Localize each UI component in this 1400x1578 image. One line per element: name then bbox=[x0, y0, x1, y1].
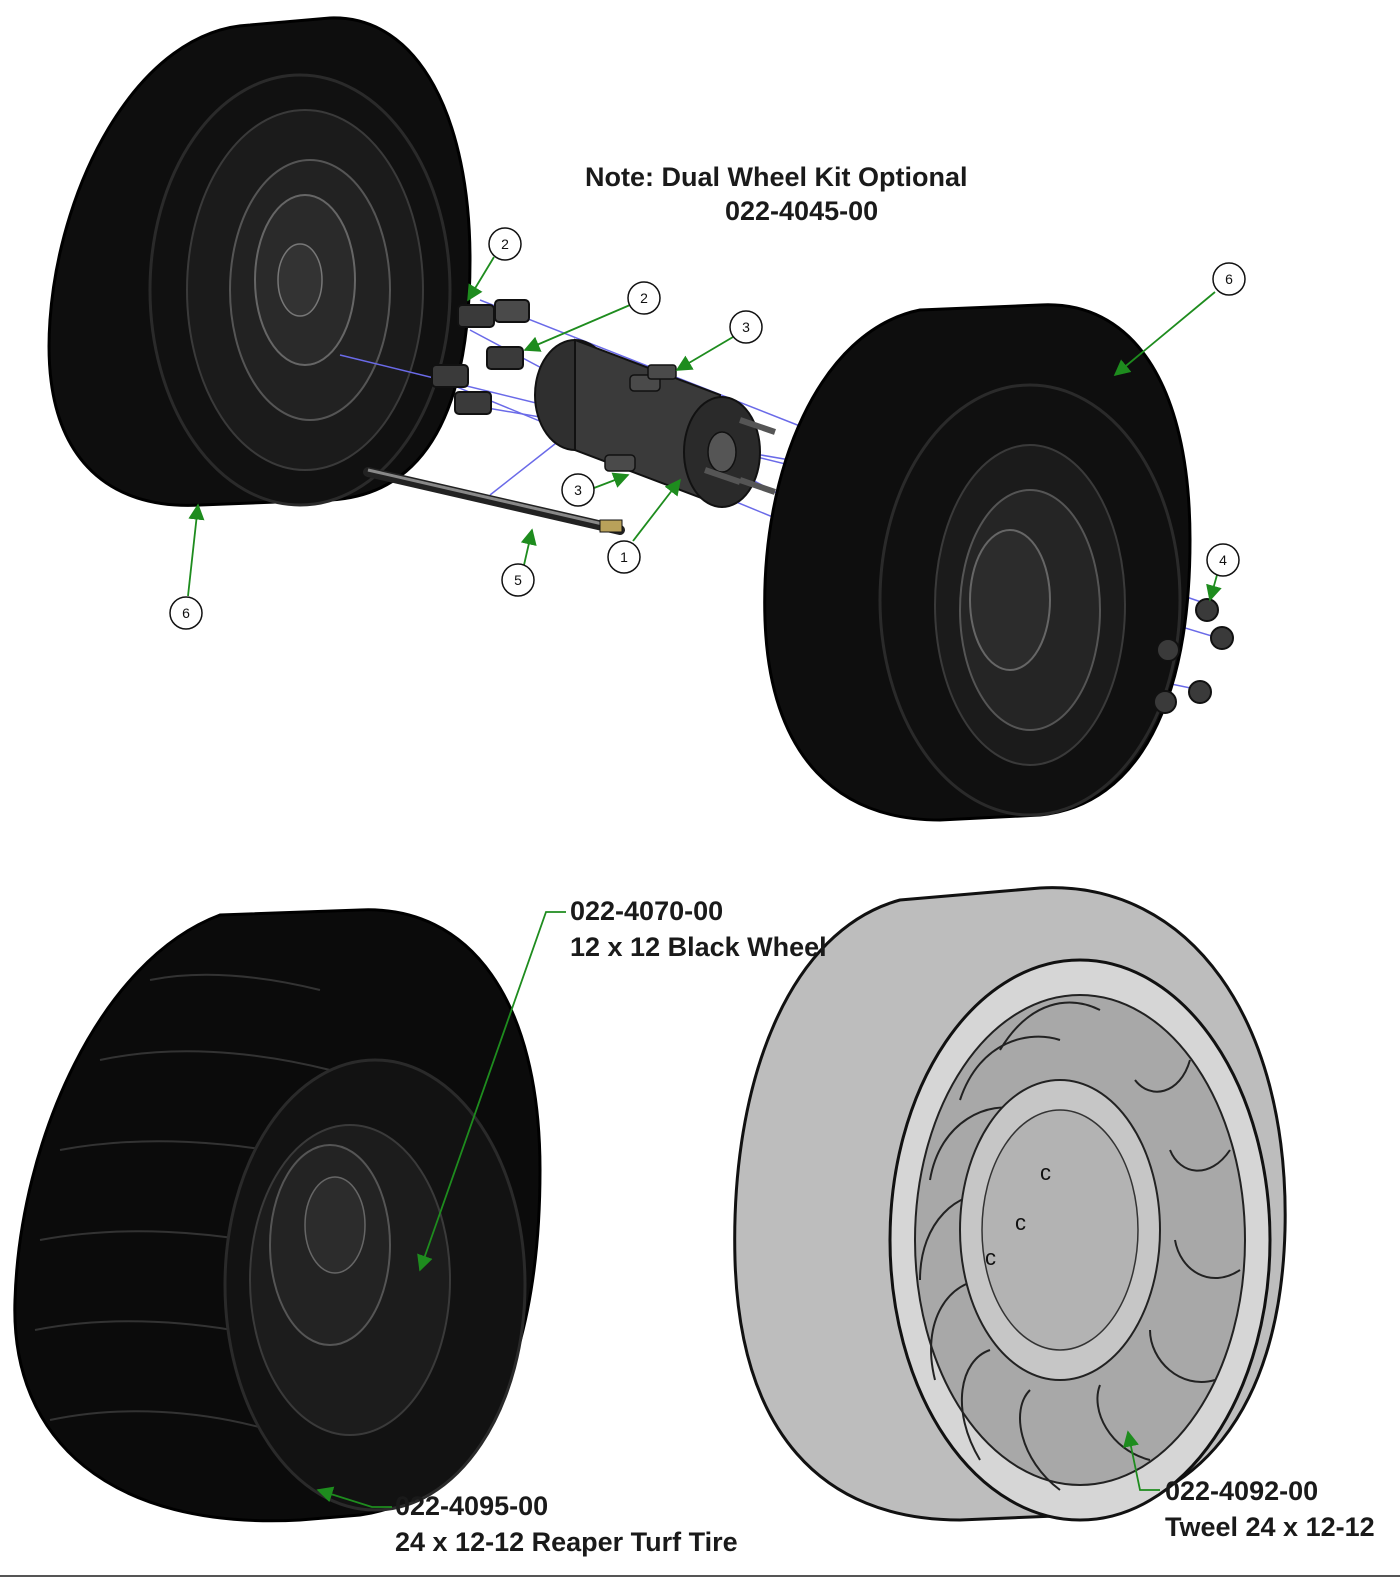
right-dual-tire bbox=[763, 303, 1192, 822]
svg-text:2: 2 bbox=[501, 236, 509, 252]
tweel-label: 022-4092-00 Tweel 24 x 12-12 bbox=[1165, 1473, 1375, 1545]
note-line-1: Note: Dual Wheel Kit Optional bbox=[585, 162, 968, 192]
svg-text:6: 6 bbox=[1225, 271, 1233, 287]
hub-assembly bbox=[534, 338, 776, 508]
svg-text:c: c bbox=[1040, 1160, 1051, 1185]
svg-text:3: 3 bbox=[574, 482, 582, 498]
balloon-2b: 2 bbox=[627, 281, 661, 315]
black-wheel-label: 022-4070-00 12 x 12 Black Wheel bbox=[570, 893, 827, 965]
balloon-5: 5 bbox=[501, 563, 535, 597]
part-description: Tweel 24 x 12-12 bbox=[1165, 1512, 1375, 1542]
part-number: 022-4092-00 bbox=[1165, 1476, 1319, 1506]
part-description: 24 x 12-12 Reaper Turf Tire bbox=[395, 1527, 738, 1557]
balloon-6-right: 6 bbox=[1212, 262, 1246, 296]
reaper-turf-tire bbox=[13, 908, 542, 1523]
svg-text:5: 5 bbox=[514, 572, 522, 588]
spacer-group bbox=[431, 299, 530, 415]
tweel-airless-tire: c c c bbox=[733, 886, 1287, 1522]
svg-text:2: 2 bbox=[640, 290, 648, 306]
note-line-2: 022-4045-00 bbox=[725, 196, 879, 226]
left-dual-tire bbox=[47, 16, 472, 507]
lug-nut-group bbox=[1153, 598, 1234, 714]
balloon-3b: 3 bbox=[561, 473, 595, 507]
part-number: 022-4070-00 bbox=[570, 896, 724, 926]
svg-text:c: c bbox=[1015, 1210, 1026, 1235]
balloon-1: 1 bbox=[607, 540, 641, 574]
part-number: 022-4095-00 bbox=[395, 1491, 549, 1521]
axle-rod bbox=[363, 467, 625, 535]
svg-text:3: 3 bbox=[742, 319, 750, 335]
balloon-2a: 2 bbox=[488, 227, 522, 261]
svg-text:4: 4 bbox=[1219, 552, 1227, 568]
svg-text:1: 1 bbox=[620, 549, 628, 565]
reaper-turf-tire-label: 022-4095-00 24 x 12-12 Reaper Turf Tire bbox=[395, 1488, 738, 1560]
balloon-6-left: 6 bbox=[169, 596, 203, 630]
svg-text:6: 6 bbox=[182, 605, 190, 621]
balloon-4: 4 bbox=[1206, 543, 1240, 577]
svg-text:c: c bbox=[985, 1245, 996, 1270]
dual-wheel-note: Note: Dual Wheel Kit Optional 022-4045-0… bbox=[585, 160, 968, 228]
part-description: 12 x 12 Black Wheel bbox=[570, 932, 827, 962]
balloon-3a: 3 bbox=[729, 310, 763, 344]
leader-lines bbox=[187, 256, 1222, 1508]
